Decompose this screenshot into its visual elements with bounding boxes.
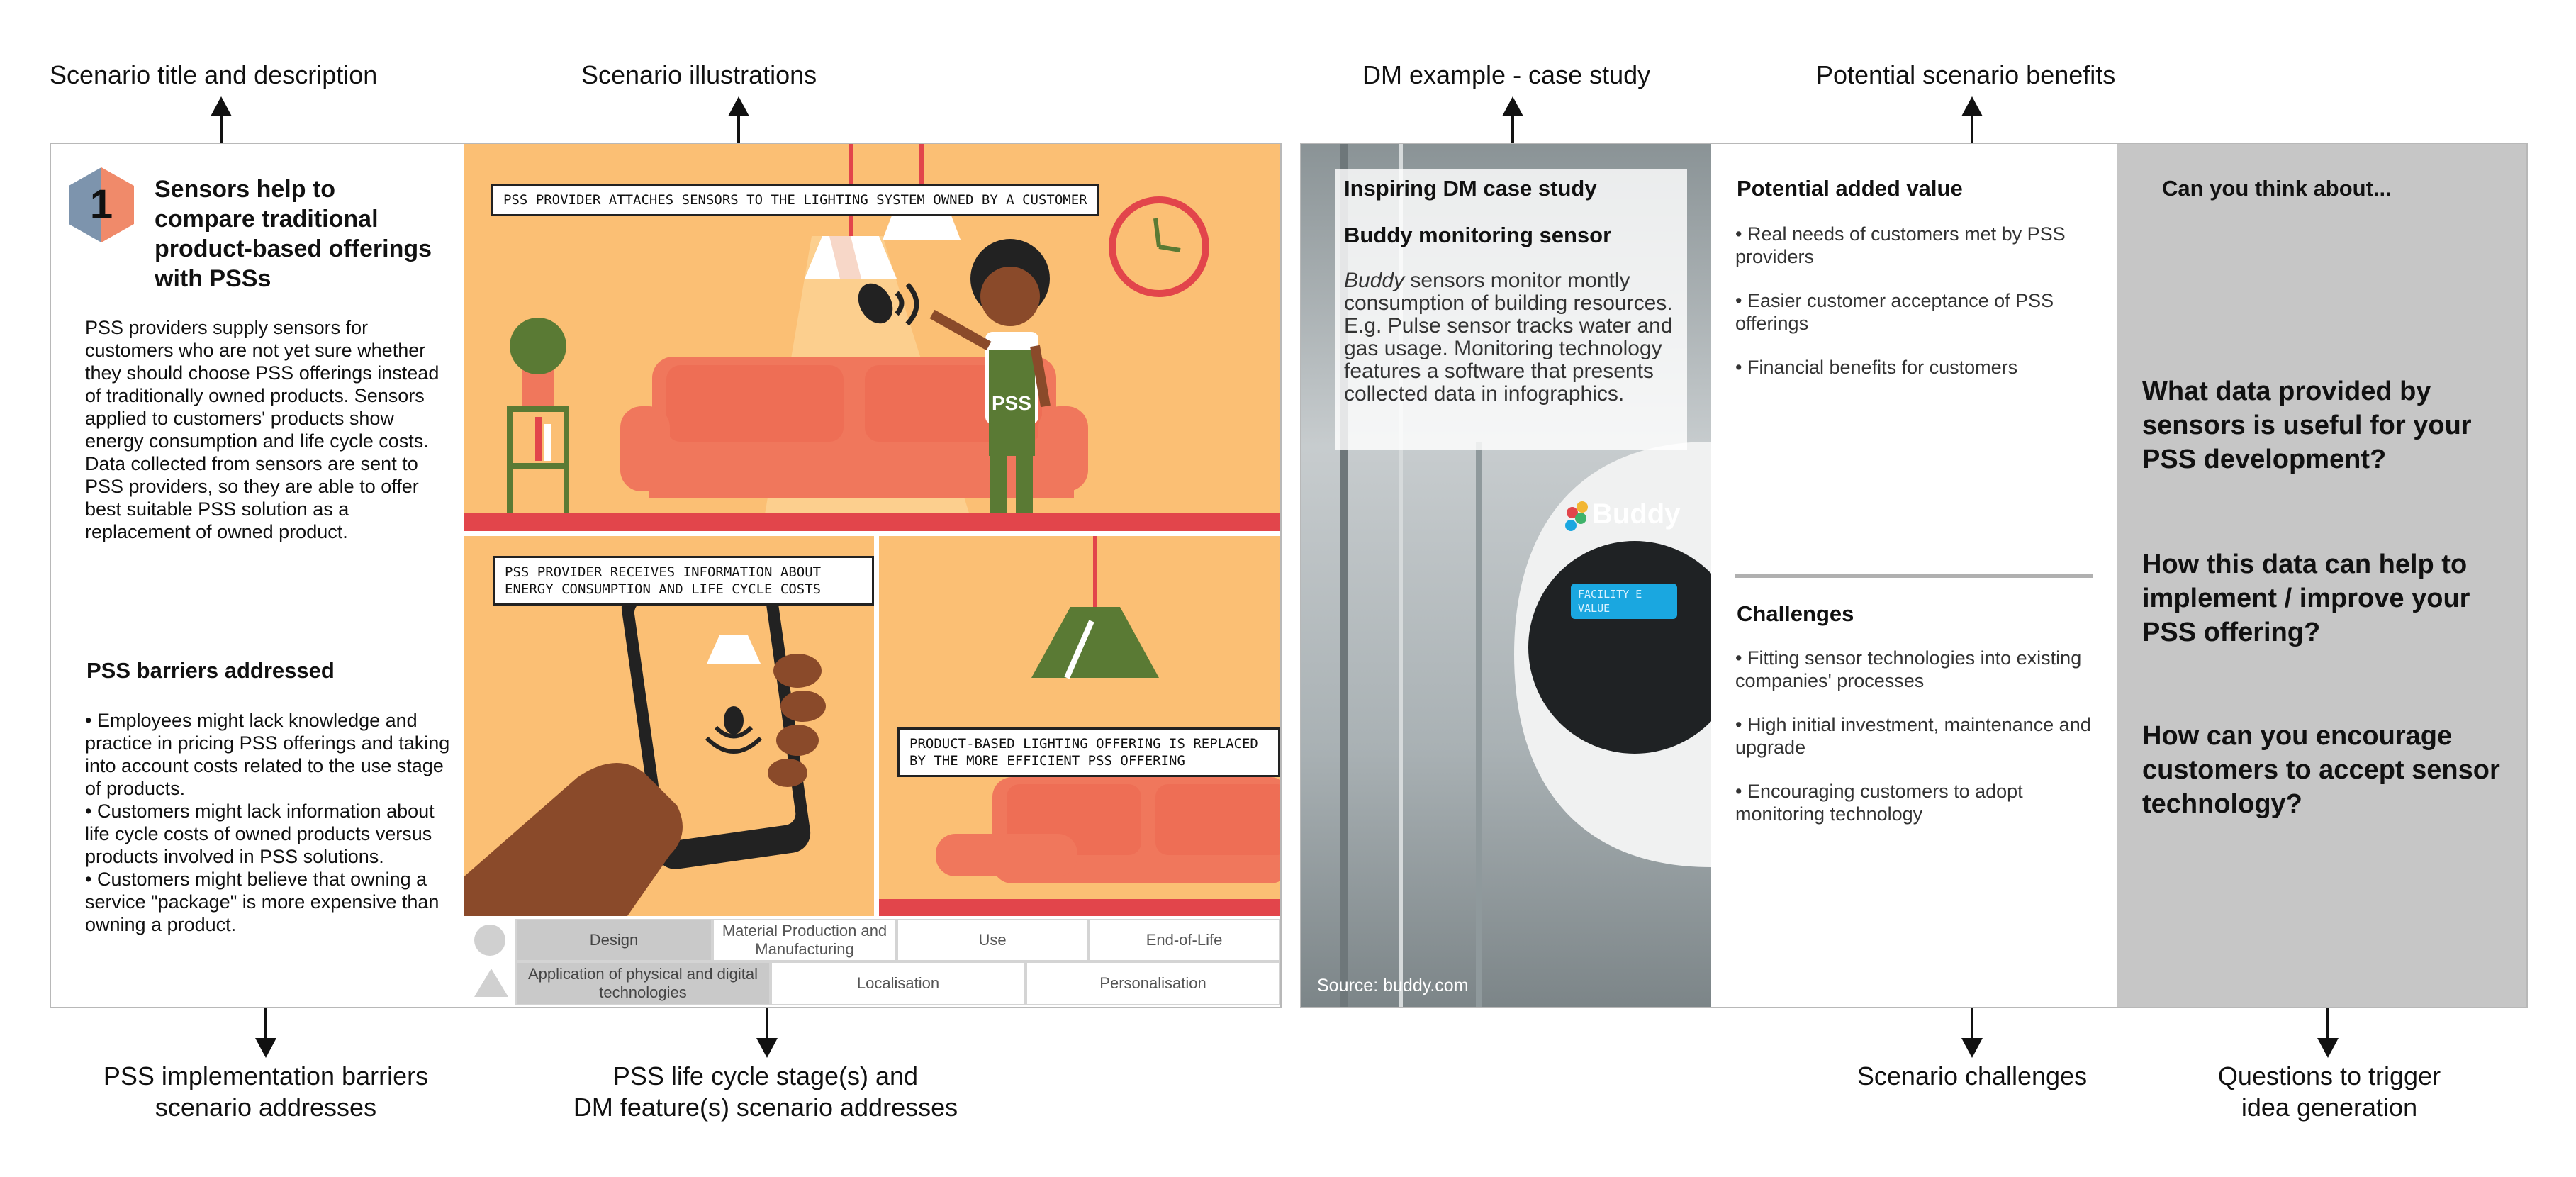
buddy-device-image: FACILITY E VALUE Buddy xyxy=(1340,144,1711,1007)
svg-text:PSS: PSS xyxy=(992,392,1031,414)
annotation-lifecycle: PSS life cycle stage(s) and DM feature(s… xyxy=(553,1061,978,1123)
photo-source: Source: buddy.com xyxy=(1317,976,1469,995)
annotation-barriers-line1: PSS implementation barriers xyxy=(103,1061,429,1090)
arrow-up-icon xyxy=(728,96,749,160)
list-item: • Customers might believe that owning a … xyxy=(85,869,439,935)
annotation-lifecycle-line1: PSS life cycle stage(s) and xyxy=(612,1061,919,1090)
annotation-dm-example: DM example - case study xyxy=(1362,60,1651,89)
arrow-down-icon xyxy=(1961,993,1983,1058)
annotation-questions-line1: Questions to trigger xyxy=(2217,1061,2441,1090)
section-divider xyxy=(1735,574,2093,578)
arrow-up-icon xyxy=(1961,96,1983,160)
dm-feature-icon xyxy=(464,961,515,1005)
annotation-barriers-line2: scenario addresses xyxy=(155,1093,377,1122)
illustration-panel-1: PSS PSS provider attaches sensors to the… xyxy=(464,144,1280,531)
illustration-caption-2: PSS provider receives information about … xyxy=(493,556,874,606)
illustration-panel-2: PSS provider receives information about … xyxy=(464,536,874,916)
svg-text:FACILITY E: FACILITY E xyxy=(1578,588,1642,601)
case-study-label: Inspiring DM case study xyxy=(1344,176,1597,201)
questions-heading: Can you think about... xyxy=(2162,176,2392,201)
case-study-overlay xyxy=(1335,169,1687,450)
list-item: • Encouraging customers to adopt monitor… xyxy=(1735,781,2023,825)
arrow-down-icon xyxy=(2317,993,2339,1058)
lifecycle-end-of-life: End-of-Life xyxy=(1088,919,1280,961)
scenario-number-badge: 1 xyxy=(62,166,140,244)
arrow-down-icon xyxy=(255,993,276,1058)
question-2: How this data can help to implement / im… xyxy=(2142,550,2470,647)
annotation-barriers: PSS implementation barriers scenario add… xyxy=(99,1061,432,1123)
question-1: What data provided by sensors is useful … xyxy=(2142,376,2472,474)
list-item: • Easier customer acceptance of PSS offe… xyxy=(1735,290,2054,334)
list-item: • Real needs of customers met by PSS pro… xyxy=(1735,223,2066,267)
arrow-up-icon xyxy=(1502,96,1523,160)
challenges-list: • Fitting sensor technologies into exist… xyxy=(1735,647,2104,847)
list-item: • Fitting sensor technologies into exist… xyxy=(1735,647,2082,691)
svg-text:VALUE: VALUE xyxy=(1578,602,1610,615)
challenges-heading: Challenges xyxy=(1737,601,1854,626)
illustration-phone-scene xyxy=(464,571,826,916)
annotation-questions: Questions to trigger idea generation xyxy=(2186,1061,2473,1123)
barriers-list: • Employees might lack knowledge and pra… xyxy=(85,709,455,936)
annotation-challenges: Scenario challenges xyxy=(1857,1061,2088,1090)
barriers-heading: PSS barriers addressed xyxy=(86,658,335,683)
circle-icon xyxy=(474,925,505,956)
dm-feature-localisation: Localisation xyxy=(771,961,1026,1005)
arrow-up-icon xyxy=(211,96,232,160)
case-study-brand: Buddy xyxy=(1344,269,1405,292)
illustration-caption-3: Product-based lighting offering is repla… xyxy=(897,727,1280,777)
illustration-sofa-scene xyxy=(879,536,1280,916)
list-item: • Employees might lack knowledge and pra… xyxy=(85,710,450,799)
annotation-lifecycle-line2: DM feature(s) scenario addresses xyxy=(573,1093,958,1122)
lifecycle-design: Design xyxy=(515,919,712,961)
case-study-description: Buddy sensors monitor montly consumption… xyxy=(1344,269,1677,406)
illustration-room-scene: PSS xyxy=(464,144,1280,531)
svg-text:1: 1 xyxy=(90,182,113,228)
annotation-benefits: Potential scenario benefits xyxy=(1816,60,2116,89)
case-study-description-text: sensors monitor montly consumption of bu… xyxy=(1344,269,1673,406)
list-item: • High initial investment, maintenance a… xyxy=(1735,714,2091,758)
lifecycle-manufacturing: Material Production and Manufacturing xyxy=(712,919,897,961)
questions-panel xyxy=(2117,144,2526,1007)
case-study-title: Buddy monitoring sensor xyxy=(1344,223,1612,247)
annotation-title-description: Scenario title and description xyxy=(50,60,378,89)
benefits-list: • Real needs of customers met by PSS pro… xyxy=(1735,223,2104,400)
lifecycle-stage-icon xyxy=(464,919,515,961)
scenario-description: PSS providers supply sensors for custome… xyxy=(85,317,439,542)
list-item: • Customers might lack information about… xyxy=(85,801,435,867)
annotation-illustrations: Scenario illustrations xyxy=(581,60,817,89)
dm-feature-physical-digital: Application of physical and digital tech… xyxy=(515,961,771,1005)
dm-feature-personalisation: Personalisation xyxy=(1026,961,1280,1005)
illustration-panel-3: Product-based lighting offering is repla… xyxy=(879,536,1280,916)
scenario-title: Sensors help to compare traditional prod… xyxy=(155,176,432,292)
list-item: • Financial benefits for customers xyxy=(1735,357,2018,378)
illustration-caption-1: PSS provider attaches sensors to the lig… xyxy=(491,184,1099,216)
arrow-down-icon xyxy=(756,993,778,1058)
svg-text:Buddy: Buddy xyxy=(1592,498,1681,530)
question-3: How can you encourage customers to accep… xyxy=(2142,721,2500,819)
benefits-heading: Potential added value xyxy=(1737,176,1963,201)
lifecycle-use: Use xyxy=(897,919,1088,961)
triangle-icon xyxy=(474,969,508,997)
annotation-questions-line2: idea generation xyxy=(2241,1093,2418,1122)
